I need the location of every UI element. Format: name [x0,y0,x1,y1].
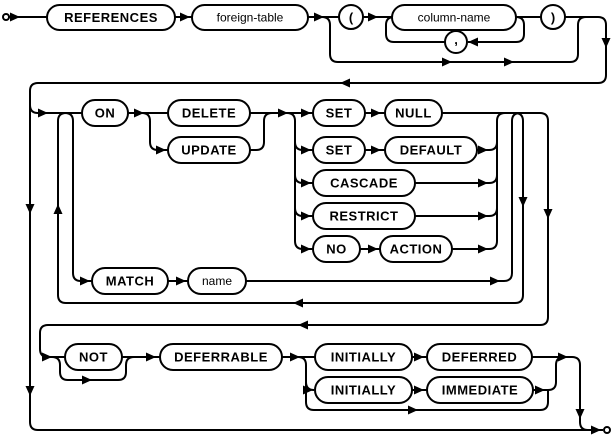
node-set-1: SET [312,99,366,127]
node-action-label: ACTION [390,242,443,257]
node-comma-label: , [454,32,458,47]
node-default: DEFAULT [384,136,478,164]
node-no: NO [312,235,361,263]
node-name-label: name [202,274,232,288]
node-no-label: NO [326,242,347,257]
node-foreign-table-label: foreign-table [217,11,284,25]
node-deferrable-label: DEFERRABLE [174,350,268,365]
node-initially-1-label: INITIALLY [331,350,396,365]
node-name: name [187,267,247,295]
node-immediate: IMMEDIATE [426,376,534,404]
node-right-paren-label: ) [551,10,555,25]
node-action: ACTION [379,235,453,263]
node-immediate-label: IMMEDIATE [442,383,518,398]
node-update: UPDATE [167,136,251,164]
node-left-paren-label: ( [349,10,354,25]
node-set-2: SET [312,136,366,164]
start-marker [2,13,10,21]
node-right-paren: ) [540,4,566,30]
node-null: NULL [384,99,443,127]
node-foreign-table: foreign-table [191,4,309,31]
node-default-label: DEFAULT [400,143,462,158]
node-deferrable: DEFERRABLE [159,343,283,371]
node-initially-1: INITIALLY [314,343,413,371]
arrowheads [10,12,611,435]
node-restrict: RESTRICT [312,202,416,230]
node-not-label: NOT [79,350,108,365]
node-delete: DELETE [167,99,251,127]
node-references: REFERENCES [46,4,176,31]
node-match-label: MATCH [106,274,154,289]
node-comma: , [444,30,468,54]
node-match: MATCH [91,267,169,295]
node-set-2-label: SET [326,143,353,158]
end-marker [603,426,611,434]
node-left-paren: ( [338,4,364,30]
node-delete-label: DELETE [182,106,236,121]
node-deferred: DEFERRED [426,343,533,371]
node-set-1-label: SET [326,106,353,121]
node-restrict-label: RESTRICT [330,209,399,224]
node-cascade: CASCADE [312,169,416,197]
node-column-name: column-name [391,4,517,31]
node-references-label: REFERENCES [64,10,158,25]
node-update-label: UPDATE [181,143,236,158]
node-initially-2-label: INITIALLY [331,383,396,398]
node-column-name-label: column-name [418,11,491,25]
node-on: ON [81,99,129,127]
node-deferred-label: DEFERRED [442,350,518,365]
node-not: NOT [64,343,123,371]
node-cascade-label: CASCADE [330,176,398,191]
node-on-label: ON [95,106,116,121]
node-null-label: NULL [395,106,432,121]
node-initially-2: INITIALLY [314,376,413,404]
